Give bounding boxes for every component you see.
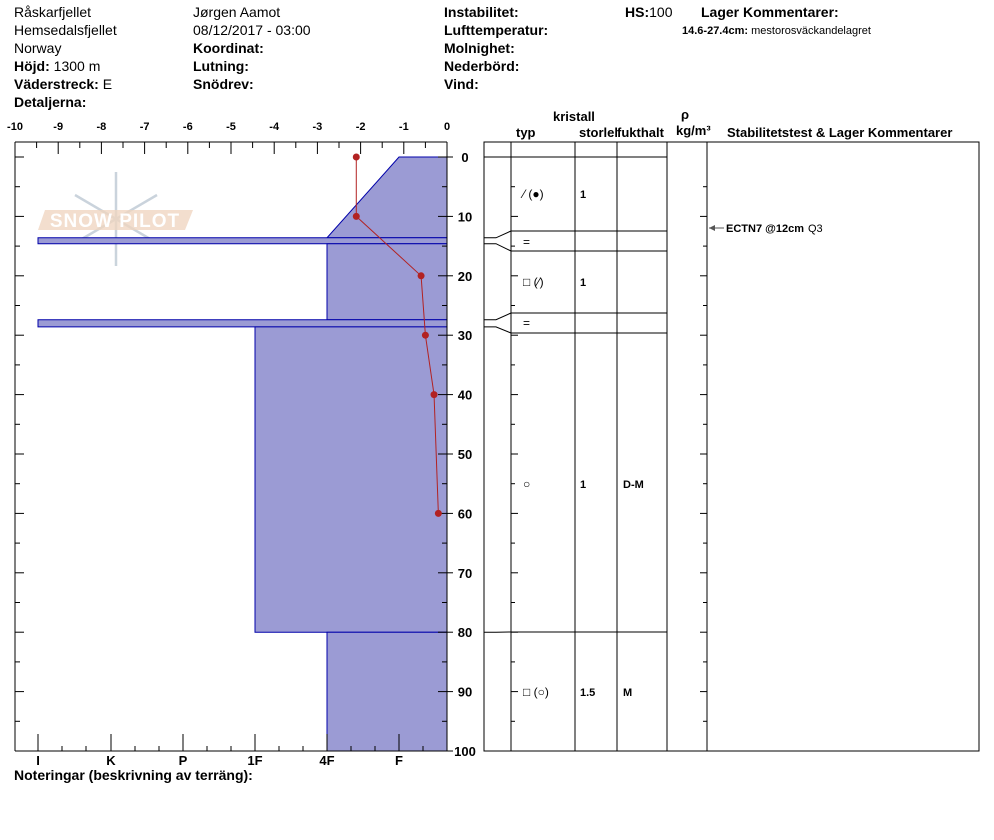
layer-comment: 14.6-27.4cm: mestorosväckandelagret	[682, 22, 871, 40]
observer: Jørgen Aamot	[193, 4, 281, 20]
snowflake-icon	[74, 172, 158, 266]
notes-label: Noteringar (beskrivning av terräng):	[14, 767, 253, 783]
temperature-point	[430, 391, 438, 399]
depth-connector	[484, 312, 512, 321]
temperature-tick-label: -5	[226, 121, 236, 133]
depth-connector	[484, 230, 512, 239]
temperature-tick-label: 0	[444, 121, 450, 133]
hardness-layer	[37, 319, 448, 328]
arrow-head-icon	[709, 225, 715, 231]
hardness-tick-label: P	[179, 753, 188, 768]
layer-table-frame	[483, 141, 980, 752]
header-density-unit: kg/m³	[676, 123, 711, 138]
temperature-tick-label: -10	[7, 121, 23, 133]
depth-tick-label: 100	[454, 744, 476, 759]
logo-banner	[38, 210, 193, 230]
depth-tick-label: 40	[458, 388, 472, 403]
temperature-tick-label: -3	[313, 121, 323, 133]
hardness-tick-label: F	[395, 753, 403, 768]
snowpilot-logo: SNOW PILOT	[38, 172, 193, 266]
logo-text: SNOW PILOT	[50, 211, 180, 232]
hardness-tick-label: 4F	[319, 753, 334, 768]
depth-tick-label: 70	[458, 566, 472, 581]
header-comments: Stabilitetstest & Lager Kommentarer	[727, 125, 953, 140]
location: Råskarfjellet	[14, 4, 92, 20]
grain-type-5: □ (○)	[523, 685, 549, 699]
layer-comment-range: 14.6-27.4cm:	[682, 25, 749, 37]
grain-size-2: 1	[580, 277, 586, 289]
coordinate-label: Koordinat:	[193, 40, 264, 56]
grain-size-0: 1	[580, 189, 586, 201]
header-type: typ	[516, 125, 536, 140]
layer-comment-text: mestorosväckandelagret	[751, 25, 871, 37]
temperature-point	[417, 272, 425, 280]
hardness-layer	[254, 326, 448, 633]
stability-test-quality: Q3	[808, 223, 823, 235]
depth-tick-label: 20	[458, 269, 472, 284]
depth-connector	[484, 326, 512, 334]
range: Hemsedalsfjellet	[14, 22, 117, 38]
depth-tick-label: 10	[458, 209, 472, 224]
moisture-5: M	[623, 687, 632, 699]
air-temp-label: Lufttemperatur:	[444, 22, 549, 38]
header-moisture: fukthalt	[617, 124, 664, 142]
grain-type-1: =	[523, 235, 530, 249]
depth-tick-label: 0	[461, 150, 468, 165]
grain-type-0: ⁄ (●)	[520, 187, 544, 201]
temperature-point	[434, 509, 442, 517]
temperature-point	[352, 212, 360, 220]
elevation-value: 1300 m	[53, 58, 101, 74]
depth-connector	[484, 243, 512, 252]
depth-tick-label: 90	[458, 685, 472, 700]
hardness-tick-label: K	[106, 753, 116, 768]
elevation-label: Höjd:	[14, 58, 50, 74]
hardness-tick-label: I	[36, 753, 40, 768]
grain-type-3: =	[523, 316, 530, 330]
temperature-tick-label: -7	[140, 121, 150, 133]
moisture-4: D-M	[623, 479, 644, 491]
instability-label: Instabilitet:	[444, 4, 519, 20]
hardness-tick-label: 1F	[247, 753, 262, 768]
aspect: Väderstreck: E	[14, 75, 112, 93]
header-crystal: kristall	[553, 109, 595, 124]
slope-label: Lutning:	[193, 58, 249, 74]
depth-tick-label: 80	[458, 625, 472, 640]
aspect-value: E	[102, 76, 113, 92]
country: Norway	[14, 40, 62, 56]
hs-label: HS:	[625, 4, 650, 20]
depth-tick-label: 50	[458, 447, 472, 462]
hs-value: 100	[649, 4, 673, 20]
header-size: storlek	[579, 125, 622, 140]
stability-test-result: ECTN7 @12cm	[726, 223, 804, 235]
hardness-layer	[325, 156, 448, 239]
hardness-layer	[326, 631, 448, 752]
temperature-tick-label: -8	[97, 121, 107, 133]
temperature-point	[352, 153, 360, 161]
datetime: 08/12/2017 - 03:00	[193, 22, 311, 38]
details-label: Detaljerna:	[14, 94, 87, 110]
hs: HS:100	[625, 3, 672, 21]
temperature-tick-label: -1	[399, 121, 409, 133]
temperature-tick-label: -6	[183, 121, 193, 133]
temperature-line	[355, 157, 439, 514]
grain-size-5: 1.5	[580, 687, 595, 699]
header-rho: ρ	[681, 107, 690, 122]
precip-label: Nederbörd:	[444, 58, 520, 74]
hardness-layer	[326, 243, 448, 321]
temperature-point	[421, 331, 429, 339]
aspect-label: Väderstreck:	[14, 76, 99, 92]
depth-tick-label: 60	[458, 506, 472, 521]
grain-size-4: 1	[580, 479, 586, 491]
temperature-tick-label: -9	[53, 121, 63, 133]
cloud-label: Molnighet:	[444, 40, 515, 56]
drift-label: Snödrev:	[193, 76, 254, 92]
elevation: Höjd: 1300 m	[14, 57, 100, 75]
wind-label: Vind:	[444, 76, 479, 92]
temperature-tick-label: -2	[356, 121, 366, 133]
temperature-tick-label: -4	[269, 121, 280, 133]
layer-comments-label: Lager Kommentarer:	[701, 4, 839, 20]
grain-type-2: □ (⁄)	[523, 275, 544, 289]
depth-tick-label: 30	[458, 328, 472, 343]
grain-type-4: ○	[523, 477, 530, 491]
